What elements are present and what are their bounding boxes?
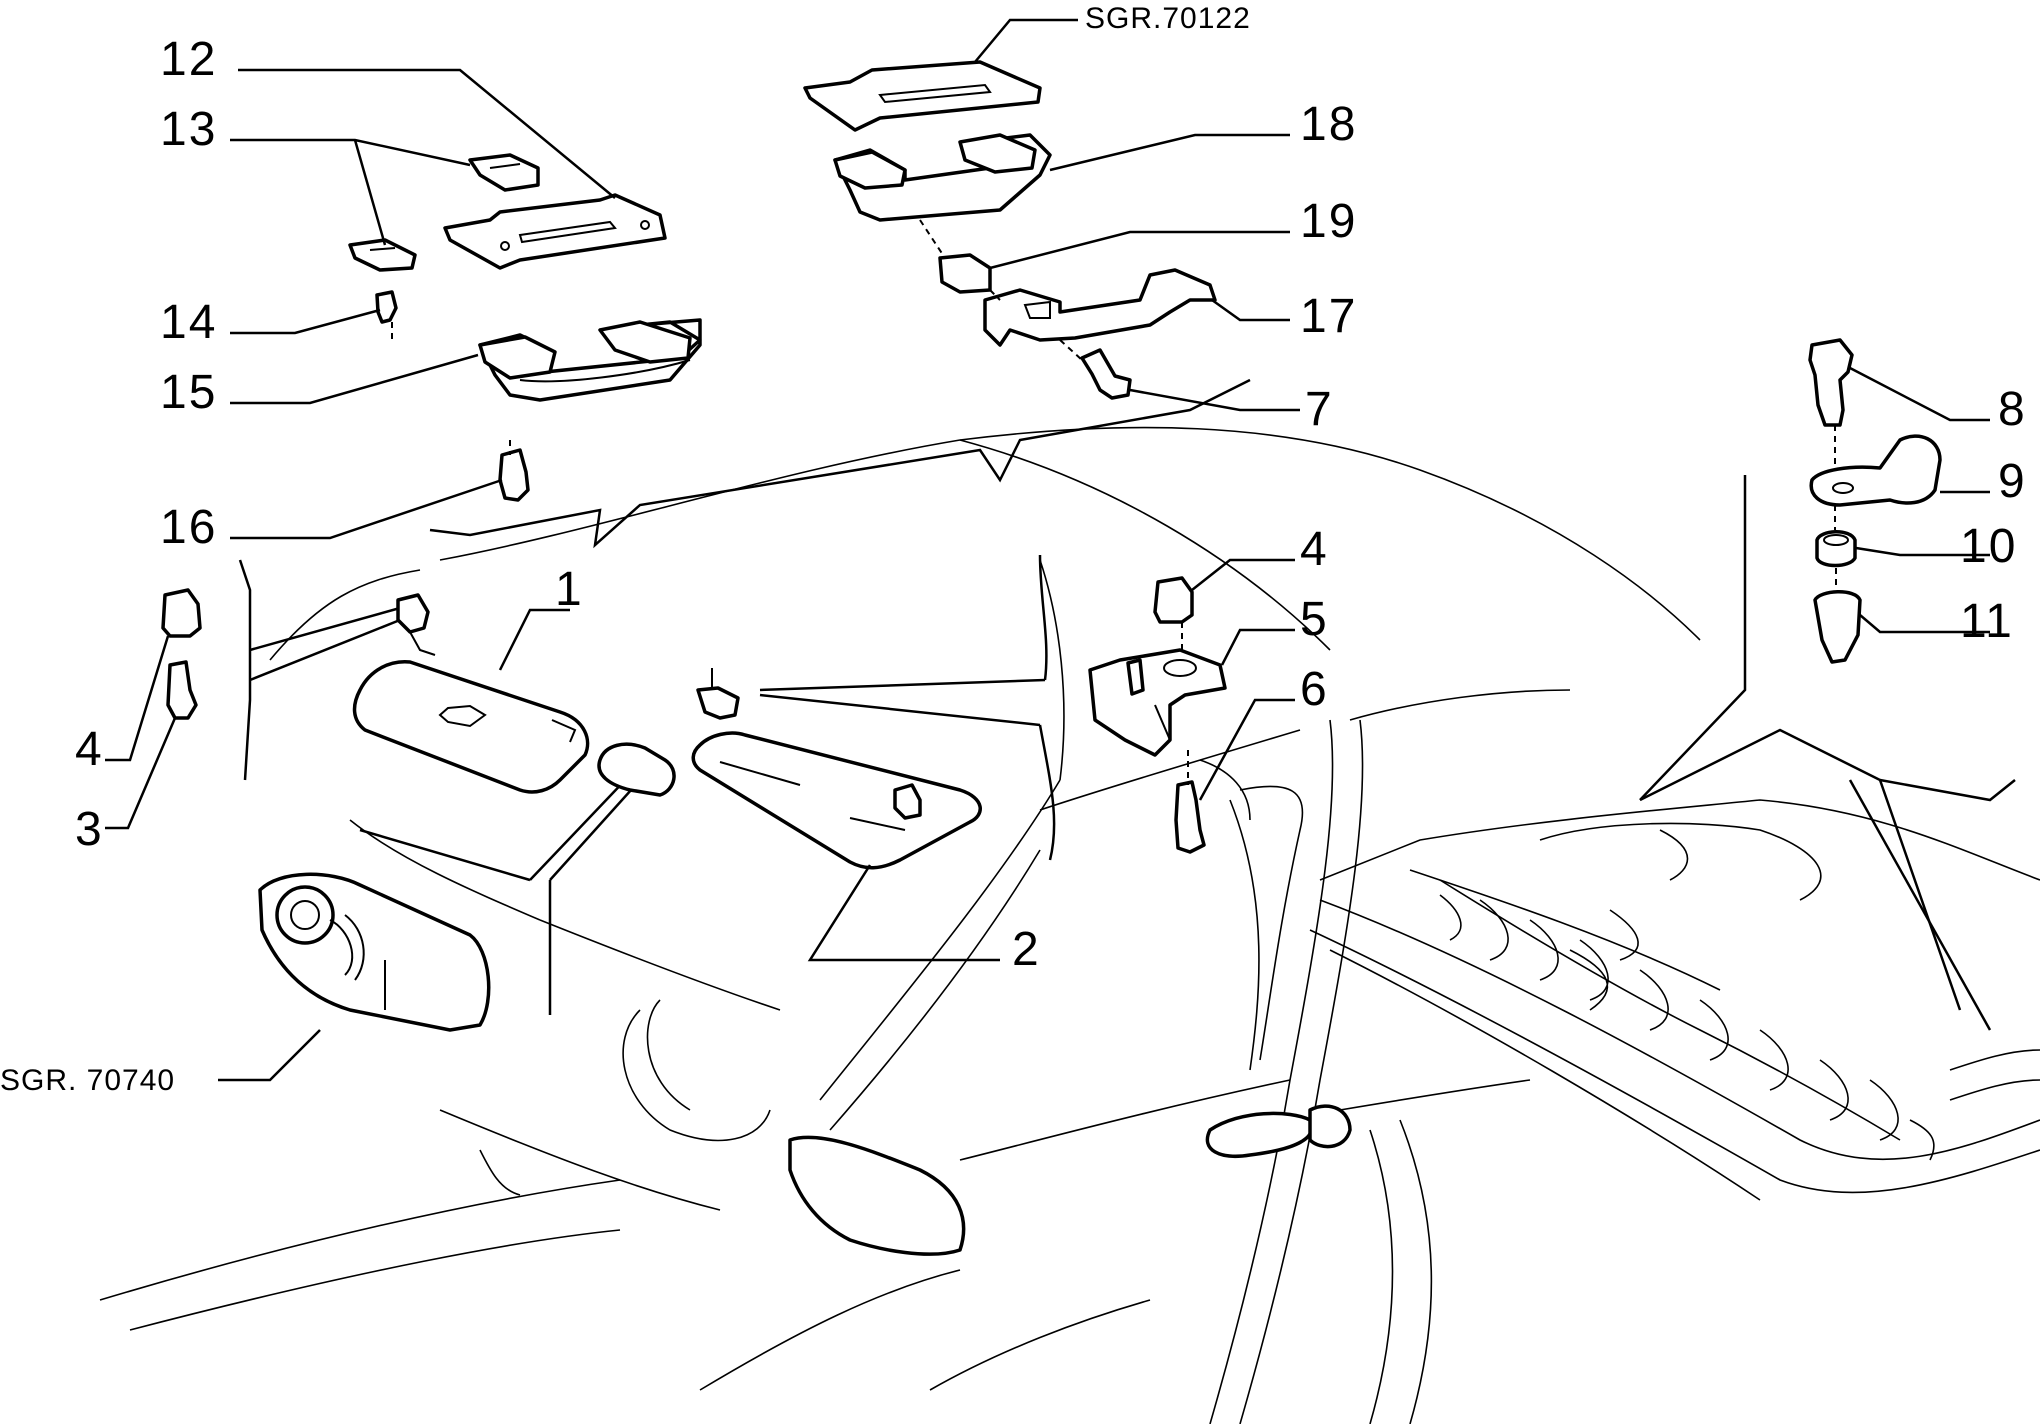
part-4-nut-right	[1153, 576, 1194, 624]
roof-panel	[1309, 799, 2040, 1201]
callout-17: 17	[1300, 290, 1357, 343]
part-16-screw	[498, 448, 530, 502]
callout-2: 2	[1012, 923, 1041, 976]
part-8-bolt	[1808, 338, 1854, 427]
part-18-grab-handle	[833, 133, 1052, 222]
vanity-light-lens	[597, 742, 676, 797]
part-19-clip	[938, 253, 992, 294]
callout-4-right: 4	[1300, 523, 1329, 576]
callout-19: 19	[1300, 195, 1357, 248]
part-12-bracket-plate	[443, 193, 667, 270]
part-14-screw	[375, 290, 398, 324]
part-3-screw-left	[166, 660, 198, 720]
part-17-handle	[983, 268, 1217, 347]
callout-9: 9	[1998, 455, 2027, 508]
part-5-bracket	[1088, 648, 1227, 757]
callout-16: 16	[160, 501, 217, 554]
part-4-nut-left	[161, 588, 202, 638]
interior-mirror-sgr-70740	[258, 872, 491, 1032]
callout-8: 8	[1998, 383, 2027, 436]
part-2-sun-visor-right	[691, 731, 982, 870]
callout-1: 1	[555, 563, 584, 616]
part-11-plug	[1813, 590, 1862, 664]
part-13-clips	[348, 153, 540, 272]
visor-pivot-left	[396, 593, 436, 656]
callout-15: 15	[160, 366, 217, 419]
callout-3-left: 3	[75, 803, 104, 856]
part-6-screw	[1174, 780, 1206, 854]
reference-sgr-70122: SGR.70122	[1085, 2, 1251, 35]
reference-sgr-70740: SGR. 70740	[0, 1064, 175, 1097]
part-1-sun-visor-left	[352, 660, 590, 794]
part-9-eye-bracket	[1809, 434, 1942, 507]
callout-10: 10	[1960, 520, 2017, 573]
top-plate-sgr-70122	[803, 60, 1042, 132]
callout-14: 14	[160, 296, 217, 349]
car-body-outline	[99, 426, 1701, 1424]
callout-4-left: 4	[75, 723, 104, 776]
callout-13: 13	[160, 103, 217, 156]
part-10-spacer	[1815, 530, 1857, 568]
leader-lines	[105, 18, 1990, 1082]
visor-clip-right	[696, 668, 740, 720]
callout-5: 5	[1300, 593, 1329, 646]
group-brackets	[238, 378, 2016, 1031]
callout-labels: 12 13 14 15 16 4 3 1 2 18 19 17 7 8 9 10…	[0, 2, 2027, 1097]
callout-7: 7	[1305, 383, 1334, 436]
callout-6: 6	[1300, 663, 1329, 716]
callout-11: 11	[1960, 595, 2014, 648]
part-7-screw	[1080, 348, 1132, 400]
callout-12: 12	[160, 33, 217, 86]
part-15-grab-handle	[478, 318, 702, 402]
callout-18: 18	[1300, 98, 1357, 151]
